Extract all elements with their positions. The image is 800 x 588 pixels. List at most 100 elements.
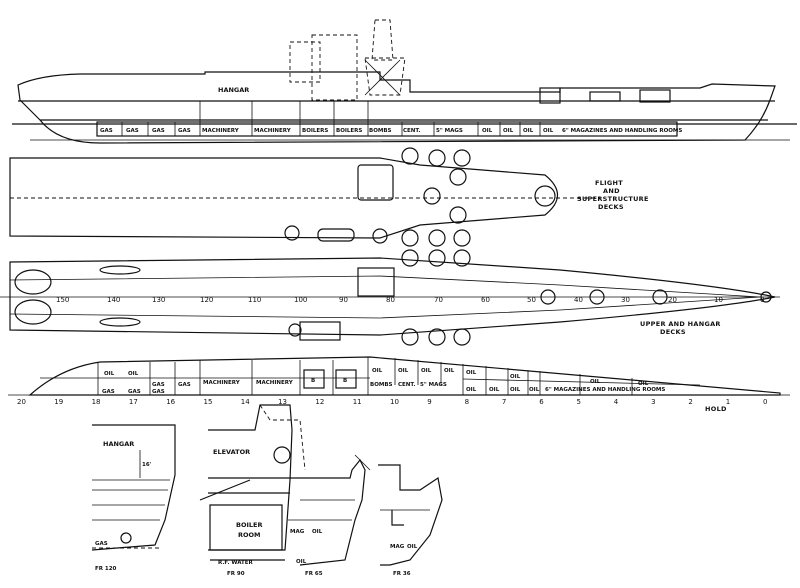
fr120-dim-label: 16' bbox=[142, 462, 152, 468]
profile-hangar-label: HANGAR bbox=[218, 86, 249, 94]
hold-gas-label: GAS bbox=[152, 382, 165, 388]
hold-oil-label: OIL bbox=[590, 379, 601, 385]
fr65-mag-label: MAG bbox=[290, 529, 305, 535]
upper-frame-number: 70 bbox=[434, 296, 443, 304]
hold-caption: HOLD bbox=[705, 405, 727, 413]
hold-oil-label: OIL bbox=[466, 387, 477, 393]
hold-plan: OIL OIL GAS GAS GAS GAS GAS MACHINERY MA… bbox=[8, 356, 790, 413]
section-fr65: MAG OIL OIL FR 65 bbox=[288, 454, 371, 577]
hold-frame-number: 14 bbox=[241, 398, 250, 406]
hold-oil-label: OIL bbox=[510, 387, 521, 393]
hold-gas-label: GAS bbox=[128, 389, 141, 395]
hold-gas-label: GAS bbox=[102, 389, 115, 395]
profile-oil-label: OIL bbox=[523, 128, 534, 134]
hold-frame-number: 0 bbox=[763, 398, 767, 406]
hold-frame-number: 1 bbox=[726, 398, 730, 406]
hold-machinery-label: MACHINERY bbox=[203, 380, 241, 386]
hold-frame-number: 17 bbox=[129, 398, 138, 406]
fr120-hangar-label: HANGAR bbox=[103, 440, 134, 448]
flight-deck-caption: AND bbox=[603, 187, 620, 195]
hold-b-label: B bbox=[343, 378, 347, 384]
hold-frame-number: 13 bbox=[278, 398, 287, 406]
profile-gas-label: GAS bbox=[178, 128, 191, 134]
hold-frame-number: 12 bbox=[315, 398, 324, 406]
hold-frame-number: 3 bbox=[651, 398, 655, 406]
fr90-boiler-label: BOILER bbox=[236, 521, 263, 529]
hold-b-label: B bbox=[311, 378, 315, 384]
fr65-label: FR 65 bbox=[305, 571, 323, 577]
upper-frame-number: 150 bbox=[56, 296, 69, 304]
profile-gas-label: GAS bbox=[126, 128, 139, 134]
profile-gas-label: GAS bbox=[100, 128, 113, 134]
upper-frame-number: 50 bbox=[527, 296, 536, 304]
profile-oil-label: OIL bbox=[503, 128, 514, 134]
hold-frame-number: 20 bbox=[17, 398, 26, 406]
section-fr120: HANGAR 16' GAS FR 120 bbox=[91, 424, 176, 572]
hold-gas-label: GAS bbox=[178, 382, 191, 388]
upper-frame-number: 10 bbox=[714, 296, 723, 304]
hold-frame-number: 18 bbox=[92, 398, 101, 406]
hold-oil-label: OIL bbox=[466, 370, 477, 376]
hold-frame-number: 5 bbox=[577, 398, 581, 406]
hold-machinery-label: MACHINERY bbox=[256, 380, 294, 386]
hold-oil-label: OIL bbox=[489, 387, 500, 393]
profile-mags5-label: 5" MAGS bbox=[436, 128, 463, 134]
flight-deck-caption: DECKS bbox=[598, 203, 624, 211]
profile-gas-label: GAS bbox=[152, 128, 165, 134]
flight-deck-plan: FLIGHT AND SUPERSTRUCTURE DECKS bbox=[9, 147, 649, 244]
profile-machinery-label: MACHINERY bbox=[202, 128, 240, 134]
profile-mag6-label: 6" MAGAZINES AND HANDLING ROOMS bbox=[562, 128, 682, 134]
flight-deck-caption: FLIGHT bbox=[595, 179, 623, 187]
profile-view: HANGAR GAS GAS GAS GAS MACHINERY MACHINE… bbox=[12, 19, 797, 144]
upper-frame-number: 60 bbox=[481, 296, 490, 304]
hold-oil-label: OIL bbox=[398, 368, 409, 374]
fr90-room-label: ROOM bbox=[238, 531, 261, 539]
fr90-label: FR 90 bbox=[227, 571, 245, 577]
upper-deck-caption: UPPER AND HANGAR bbox=[640, 320, 721, 328]
hold-oil-label: OIL bbox=[421, 368, 432, 374]
fr36-oil-label: OIL bbox=[407, 544, 418, 550]
upper-frame-number: 120 bbox=[200, 296, 213, 304]
hold-oil-label: OIL bbox=[444, 368, 455, 374]
upper-frame-number: 0 bbox=[760, 296, 764, 304]
flight-deck-caption: SUPERSTRUCTURE bbox=[577, 195, 649, 203]
fr65-oil-label: OIL bbox=[312, 529, 323, 535]
upper-frame-number: 140 bbox=[107, 296, 120, 304]
fr36-mag-label: MAG bbox=[390, 544, 405, 550]
hold-oil-label: OIL bbox=[104, 371, 115, 377]
hold-frame-number: 16 bbox=[166, 398, 175, 406]
hold-oil-label: OIL bbox=[128, 371, 139, 377]
profile-boilers-label: BOILERS bbox=[302, 128, 328, 134]
upper-frame-number: 40 bbox=[574, 296, 583, 304]
upper-frame-number: 110 bbox=[248, 296, 261, 304]
upper-frame-number: 80 bbox=[386, 296, 395, 304]
upper-deck-caption: DECKS bbox=[660, 328, 686, 336]
hold-frame-number: 15 bbox=[204, 398, 213, 406]
hold-frame-number: 8 bbox=[465, 398, 469, 406]
upper-frame-number: 30 bbox=[621, 296, 630, 304]
hold-frame-number: 2 bbox=[688, 398, 692, 406]
section-fr90: ELEVATOR BOILER ROOM R.F. WATER FR 90 bbox=[199, 404, 306, 577]
fr36-label: FR 36 bbox=[393, 571, 411, 577]
profile-bombs-label: BOMBS bbox=[369, 128, 392, 134]
fr90-elevator-label: ELEVATOR bbox=[213, 448, 250, 456]
profile-boilers-label: BOILERS bbox=[336, 128, 362, 134]
hold-oil-label: OIL bbox=[372, 368, 383, 374]
profile-machinery-label: MACHINERY bbox=[254, 128, 292, 134]
hold-frame-number: 4 bbox=[614, 398, 619, 406]
fr65-oil-label: OIL bbox=[296, 559, 307, 565]
fr90-rfwater-label: R.F. WATER bbox=[218, 560, 254, 566]
hold-gas-label: GAS bbox=[152, 389, 165, 395]
upper-frame-number: 20 bbox=[668, 296, 677, 304]
hold-bombs-label: BOMBS bbox=[370, 382, 393, 388]
profile-cent-label: CENT. bbox=[403, 128, 420, 134]
section-fr36: MAG OIL FR 36 bbox=[378, 464, 443, 577]
upper-frame-number: 100 bbox=[294, 296, 307, 304]
hold-frame-number: 6 bbox=[539, 398, 544, 406]
upper-frame-number: 90 bbox=[339, 296, 348, 304]
hold-mags5-label: 5" MAGS bbox=[420, 382, 447, 388]
fr120-gas-label: GAS bbox=[95, 541, 108, 547]
